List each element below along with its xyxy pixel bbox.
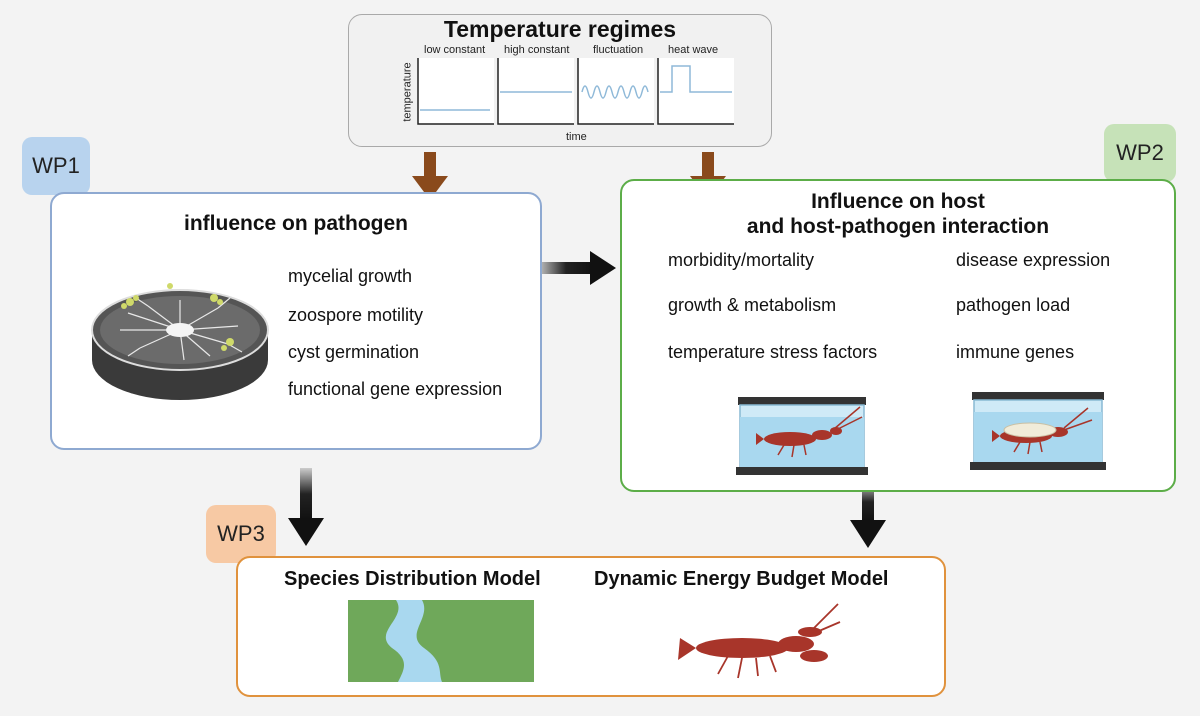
arrow-wp1-to-wp3 — [288, 468, 324, 546]
wp2-title-line2: and host-pathogen interaction — [746, 215, 1050, 238]
panel-label-heat-wave: heat wave — [668, 44, 719, 56]
wp3-model-species-distribution: Species Distribution Model — [284, 568, 541, 590]
wp1-item-functional-gene-expression: functional gene expression — [288, 379, 503, 399]
wp1-item-mycelial-growth: mycelial growth — [288, 266, 413, 286]
wp2-tag: WP2 — [1104, 124, 1176, 182]
arrow-wp1-to-wp2 — [540, 251, 616, 285]
brown-arrow-to-wp1 — [412, 152, 448, 200]
wp1-title: influence on pathogen — [184, 212, 408, 235]
crayfish-icon — [678, 603, 841, 679]
wp2-item-immune-genes: immune genes — [956, 342, 1075, 362]
wp3-tag: WP3 — [206, 505, 276, 563]
wp2-item-temperature-stress-factors: temperature stress factors — [668, 342, 878, 362]
aquarium-healthy-crayfish-icon — [736, 397, 868, 475]
wp2-item-growth-metabolism: growth & metabolism — [668, 295, 837, 315]
temperature-regimes-title: Temperature regimes — [443, 16, 677, 42]
panel-fluctuation — [577, 58, 654, 125]
aquarium-infected-crayfish-icon — [970, 392, 1106, 470]
wp3-model-dynamic-energy-budget: Dynamic Energy Budget Model — [594, 568, 889, 590]
arrow-wp2-to-wp3 — [850, 482, 886, 548]
river-landscape-icon — [348, 600, 534, 682]
wp1-item-cyst-germination: cyst germination — [288, 342, 420, 362]
panel-label-high-constant: high constant — [504, 44, 570, 56]
petri-dish-icon — [91, 283, 269, 400]
panel-low-constant — [417, 58, 494, 125]
panel-high-constant — [497, 58, 574, 125]
wp2-item-morbidity-mortality: morbidity/mortality — [668, 250, 815, 270]
wp1-item-zoospore-motility: zoospore motility — [288, 305, 424, 325]
panel-heat-wave — [657, 58, 734, 125]
panel-label-low-constant: low constant — [424, 44, 486, 56]
wp1-tag: WP1 — [22, 137, 90, 195]
wp2-item-pathogen-load: pathogen load — [956, 295, 1071, 315]
wp2-title-line1: Influence on host — [811, 190, 985, 213]
panel-label-fluctuation: fluctuation — [593, 44, 644, 56]
time-axis-label: time — [566, 131, 587, 143]
wp2-item-disease-expression: disease expression — [956, 250, 1111, 270]
